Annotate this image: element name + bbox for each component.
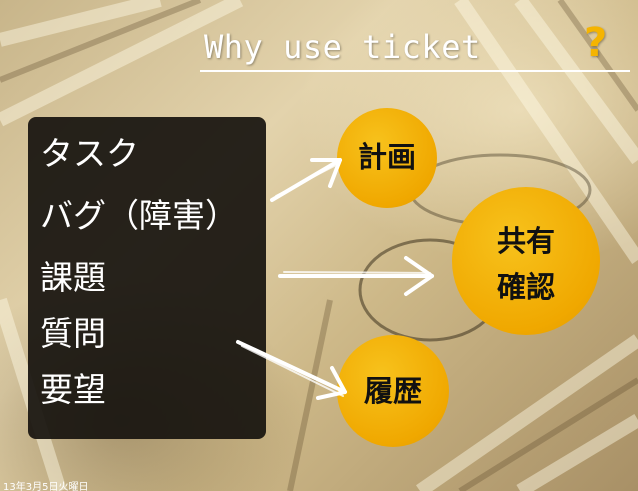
circle-confirm-label: 確認: [496, 270, 555, 304]
arrow-to-history: [236, 340, 347, 400]
ticket-types-list: タスク バグ（障害） 課題 質問 要望: [28, 117, 266, 439]
circle-plan: 計画: [337, 108, 437, 208]
circle-share-label: 共有: [496, 224, 555, 258]
circle-history: 履歴: [337, 335, 449, 447]
list-item-question: 質問: [40, 314, 106, 353]
slide-title: Why use ticket: [204, 28, 481, 66]
circle-plan-label: 計画: [357, 140, 416, 174]
circle-share-confirm: 共有 確認: [452, 187, 600, 335]
list-item-request: 要望: [40, 370, 106, 409]
list-item-issue: 課題: [40, 258, 106, 297]
list-item-task: タスク: [40, 134, 139, 173]
arrow-to-plan: [270, 158, 342, 202]
title-question-mark: ?: [584, 20, 608, 66]
title-underline: Why use ticket ?: [200, 20, 630, 72]
list-item-bug: バグ（障害）: [40, 196, 238, 235]
circle-history-label: 履歴: [363, 374, 422, 408]
footer-date: 13年3月5日火曜日: [3, 482, 89, 491]
arrow-to-share: [278, 256, 434, 296]
